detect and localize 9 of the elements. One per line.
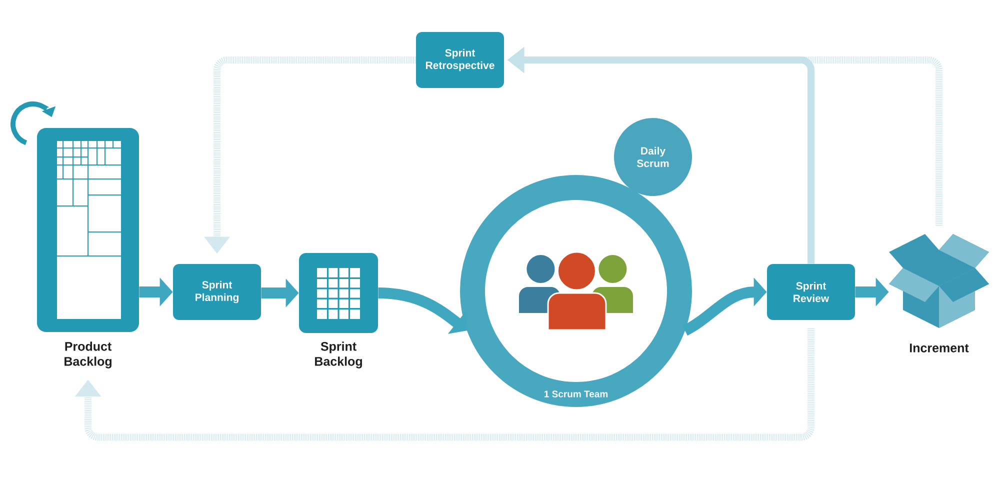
- node-label: Sprint Backlog: [315, 342, 362, 368]
- circle-node: Daily Scrum: [614, 118, 692, 196]
- arrow: [74, 328, 814, 441]
- process-box: Sprint Review: [767, 264, 855, 320]
- process-box: Sprint Retrospective: [416, 32, 504, 88]
- node-label: Product Backlog: [64, 342, 112, 368]
- node-label: Increment: [910, 344, 969, 352]
- process-box: Sprint Planning: [173, 264, 261, 320]
- ring-label: 1 Scrum Team: [544, 390, 608, 398]
